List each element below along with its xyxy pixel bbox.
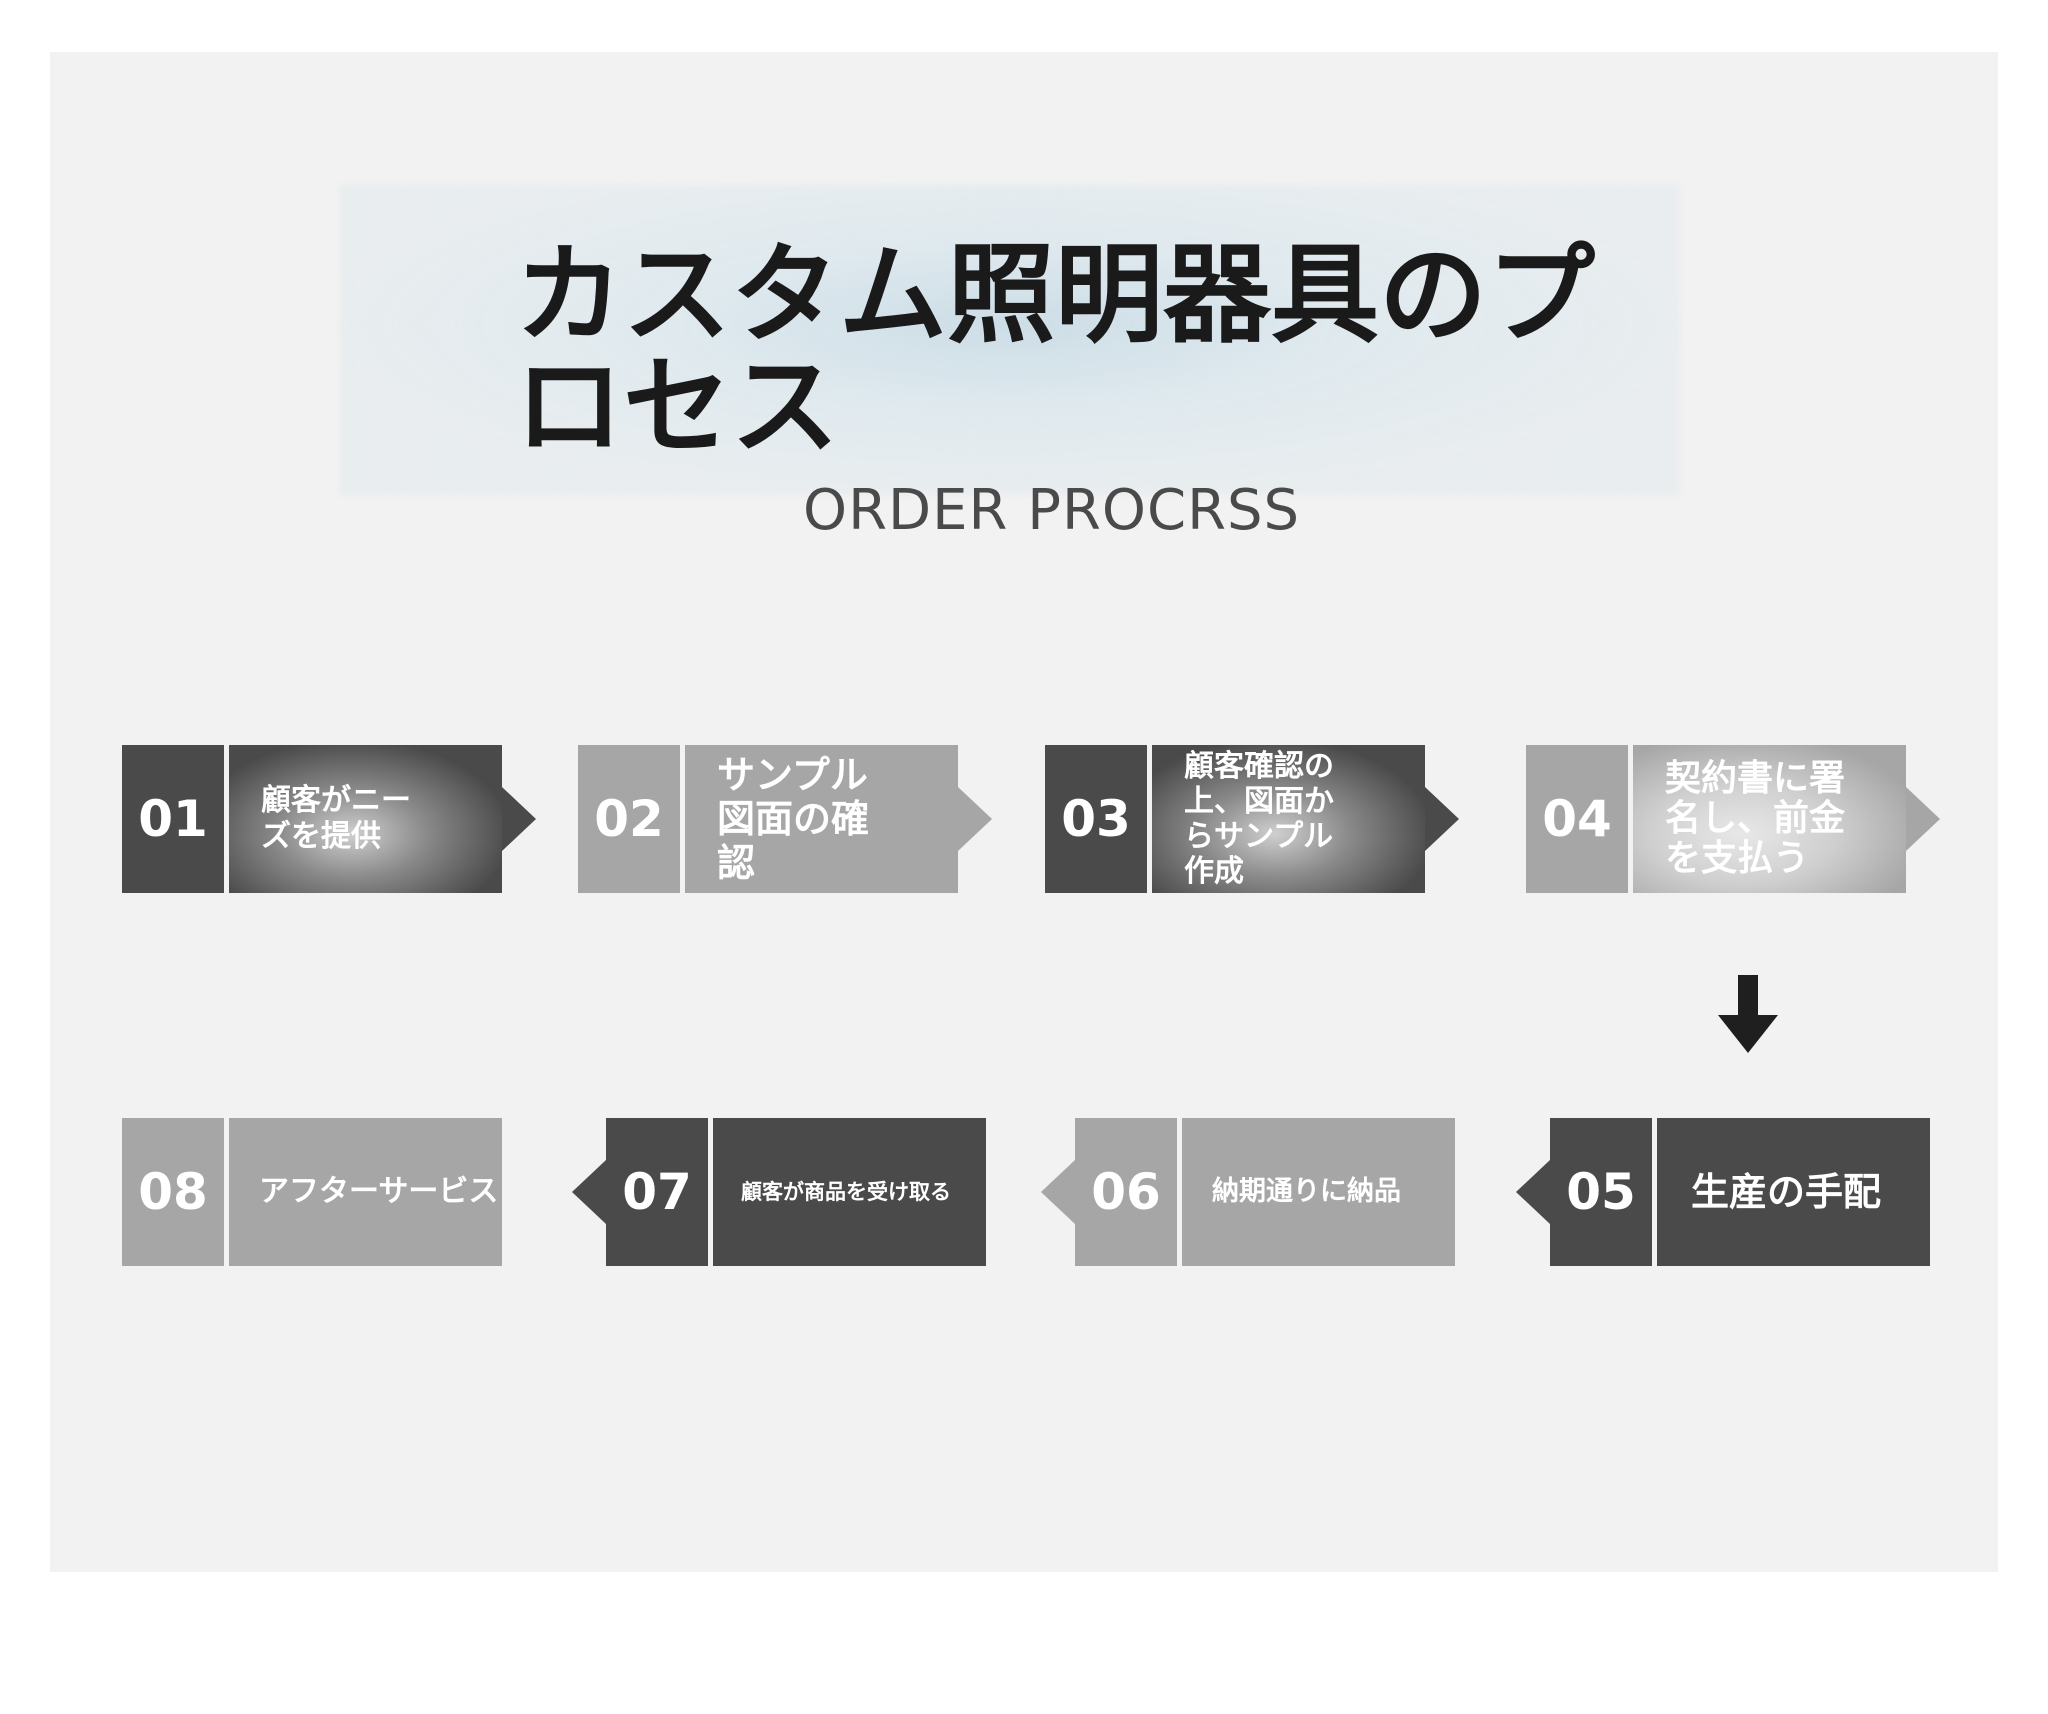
step-number: 08	[122, 1118, 224, 1266]
step-06: 06 納期通りに納品	[1041, 1118, 1455, 1266]
step-arrow-tip	[1041, 1160, 1075, 1224]
page-subtitle: ORDER PROCRSS	[803, 478, 1301, 543]
page-title: カスタム照明器具のプロセス	[515, 233, 1596, 470]
step-label-box: 納期通りに納品	[1182, 1118, 1455, 1266]
step-number: 03	[1045, 745, 1147, 893]
step-number: 04	[1526, 745, 1628, 893]
step-arrow-tip	[572, 1160, 606, 1224]
step-label-box: 生産の手配	[1657, 1118, 1930, 1266]
step-03: 03 顧客確認の上、図面からサンプル作成	[1045, 745, 1459, 893]
step-label: 顧客がニーズを提供	[261, 783, 411, 854]
step-label: 顧客が商品を受け取る	[741, 1180, 951, 1204]
step-04: 04 契約書に署名し、前金を支払う	[1526, 745, 1940, 893]
step-number: 07	[606, 1118, 708, 1266]
step-label: サンプル図面の確認	[717, 753, 870, 885]
step-08: 08 アフターサービス	[122, 1118, 502, 1266]
step-label: 生産の手配	[1691, 1170, 1882, 1214]
step-arrow-tip	[502, 787, 536, 851]
step-05: 05 生産の手配	[1516, 1118, 1930, 1266]
step-arrow-tip	[958, 787, 992, 851]
step-label: 納期通りに納品	[1212, 1176, 1401, 1207]
step-label: アフターサービス	[259, 1174, 499, 1209]
step-number: 02	[578, 745, 680, 893]
step-07: 07 顧客が商品を受け取る	[572, 1118, 986, 1266]
step-arrow-tip	[1425, 787, 1459, 851]
step-label-box: アフターサービス	[229, 1118, 502, 1266]
step-01: 01 顧客がニーズを提供	[122, 745, 536, 893]
step-arrow-tip	[1516, 1160, 1550, 1224]
arrow-down-icon	[1718, 975, 1778, 1053]
step-number: 05	[1550, 1118, 1652, 1266]
step-label: 顧客確認の上、図面からサンプル作成	[1184, 749, 1334, 889]
step-label-box: 顧客確認の上、図面からサンプル作成	[1152, 745, 1425, 893]
step-label-box: 顧客が商品を受け取る	[713, 1118, 986, 1266]
title-glow	[340, 185, 1680, 495]
step-number: 01	[122, 745, 224, 893]
step-label-box: サンプル図面の確認	[685, 745, 958, 893]
step-02: 02 サンプル図面の確認	[578, 745, 992, 893]
step-label: 契約書に署名し、前金を支払う	[1665, 758, 1846, 879]
step-label-box: 契約書に署名し、前金を支払う	[1633, 745, 1906, 893]
step-label-box: 顧客がニーズを提供	[229, 745, 502, 893]
step-number: 06	[1075, 1118, 1177, 1266]
step-arrow-tip	[1906, 787, 1940, 851]
